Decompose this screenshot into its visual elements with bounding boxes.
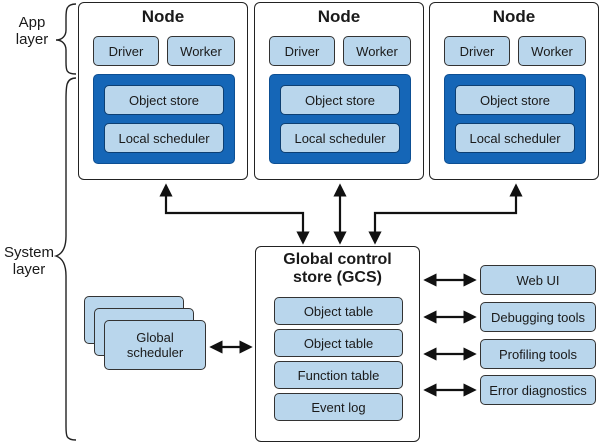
node-title: Node (317, 7, 361, 26)
app-layer-brace (55, 3, 77, 75)
local-scheduler-box: Local scheduler (455, 123, 575, 153)
system-layer-brace (53, 77, 77, 441)
driver-box: Driver (269, 36, 335, 66)
debugging-tools-box: Debugging tools (480, 302, 596, 332)
error-diagnostics-box: Error diagnostics (480, 375, 596, 405)
worker-box: Worker (343, 36, 411, 66)
gcs-title: Global control store (GCS) (283, 251, 392, 286)
node-system-container: Object store Local scheduler (444, 74, 586, 164)
profiling-tools-box: Profiling tools (480, 339, 596, 369)
gcs-object-table: Object table (274, 329, 403, 357)
object-store-box: Object store (104, 85, 224, 115)
global-scheduler-box: Global scheduler (104, 320, 206, 370)
node-1: Node Driver Worker Object store Local sc… (78, 2, 248, 180)
gcs-function-table: Function table (274, 361, 403, 389)
node-2: Node Driver Worker Object store Local sc… (254, 2, 424, 180)
app-layer-label: App layer (15, 14, 49, 48)
node-system-container: Object store Local scheduler (269, 74, 411, 164)
node-3: Node Driver Worker Object store Local sc… (429, 2, 599, 180)
arrow-node1-gcs (159, 183, 310, 245)
object-store-box: Object store (455, 85, 575, 115)
node-system-container: Object store Local scheduler (93, 74, 235, 164)
arrow-node3-gcs (368, 183, 523, 245)
local-scheduler-box: Local scheduler (104, 123, 224, 153)
worker-box: Worker (518, 36, 586, 66)
web-ui-box: Web UI (480, 265, 596, 295)
gcs-object-table: Object table (274, 297, 403, 325)
object-store-box: Object store (280, 85, 400, 115)
driver-box: Driver (93, 36, 159, 66)
gcs-event-log: Event log (274, 393, 403, 421)
gcs-box: Global control store (GCS) Object table … (255, 246, 420, 442)
system-layer-label: System layer (3, 244, 54, 278)
node-title: Node (492, 7, 536, 26)
worker-box: Worker (167, 36, 235, 66)
driver-box: Driver (444, 36, 510, 66)
node-title: Node (141, 7, 185, 26)
local-scheduler-box: Local scheduler (280, 123, 400, 153)
